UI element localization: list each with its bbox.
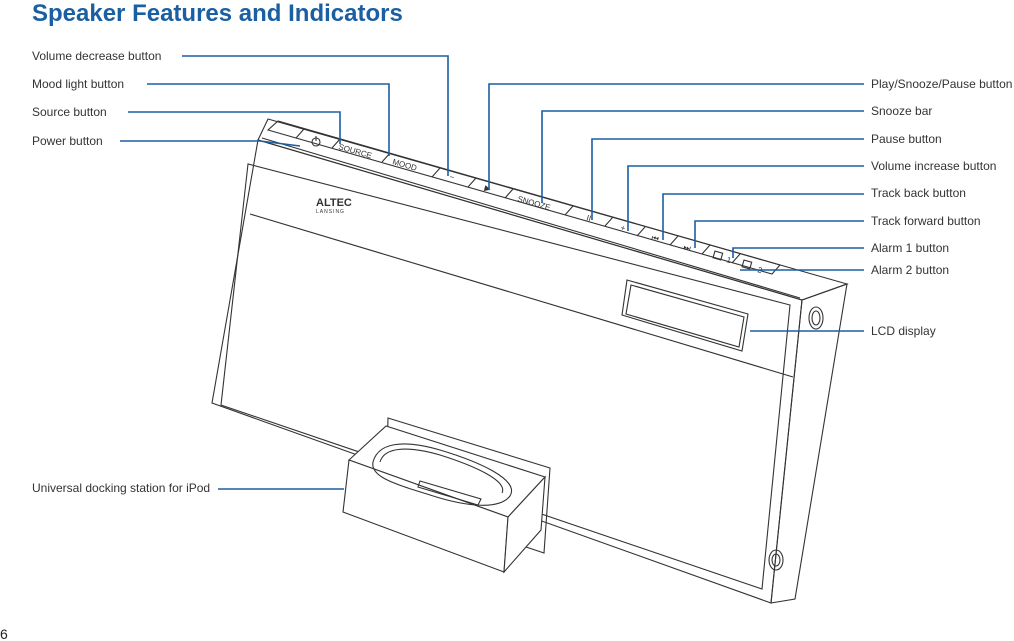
label-pause-button: Pause button xyxy=(871,132,942,146)
alarm-1-button-label: 1 xyxy=(725,255,732,265)
label-alarm-1-button: Alarm 1 button xyxy=(871,241,950,255)
label-track-forward-button: Track forward button xyxy=(871,214,981,228)
label-docking-station: Universal docking station for iPod xyxy=(32,481,211,495)
logo-sub: LANSING xyxy=(316,209,345,215)
logo-brand: ALTEC xyxy=(316,197,352,209)
label-play-snooze-pause-button: Play/Snooze/Pause button xyxy=(871,77,1013,91)
label-mood-light-button: Mood light button xyxy=(32,77,125,91)
callout-lines xyxy=(120,55,864,490)
track-back-button-label: ⏮ xyxy=(650,233,659,244)
callout-line-pause xyxy=(591,138,864,220)
label-lcd-display: LCD display xyxy=(871,324,936,338)
callout-line-volume-increase xyxy=(627,165,864,231)
track-forward-button-label: ⏭ xyxy=(682,242,691,253)
top-button-strip xyxy=(266,120,781,275)
callout-line-power xyxy=(120,140,301,147)
source-button-label: SOURCE xyxy=(337,142,372,160)
label-alarm-2-button: Alarm 2 button xyxy=(871,263,950,277)
alarm-clock-icon xyxy=(712,250,753,270)
speaker-body xyxy=(211,118,849,604)
ipod-dock xyxy=(342,417,551,574)
label-volume-decrease-button: Volume decrease button xyxy=(32,49,162,63)
volume-increase-button-label: + xyxy=(619,223,626,233)
label-volume-increase-button: Volume increase button xyxy=(871,159,997,173)
snooze-bar-label: SNOOZE xyxy=(516,194,551,212)
label-source-button: Source button xyxy=(32,105,107,119)
page-title: Speaker Features and Indicators xyxy=(32,0,403,27)
altec-lansing-logo: ALTEC LANSING xyxy=(316,197,352,215)
callout-line-mood-light xyxy=(147,83,390,156)
callout-line-alarm-1 xyxy=(732,247,864,258)
callout-line-track-forward xyxy=(694,220,864,248)
callout-line-play-snooze-pause xyxy=(488,83,864,190)
power-icon xyxy=(311,136,321,147)
volume-decrease-button-label: − xyxy=(448,172,455,182)
page-number: 6 xyxy=(0,626,8,641)
label-power-button: Power button xyxy=(32,134,103,148)
pause-button-label: II xyxy=(585,213,592,223)
callout-line-volume-decrease xyxy=(182,55,449,176)
play-button-label: ▶ xyxy=(483,183,492,194)
label-snooze-bar: Snooze bar xyxy=(871,104,933,118)
callout-line-track-back xyxy=(662,193,864,240)
callout-line-snooze-bar xyxy=(541,110,864,203)
callout-line-source xyxy=(128,111,341,144)
lcd-display xyxy=(621,279,749,352)
label-track-back-button: Track back button xyxy=(871,186,966,200)
